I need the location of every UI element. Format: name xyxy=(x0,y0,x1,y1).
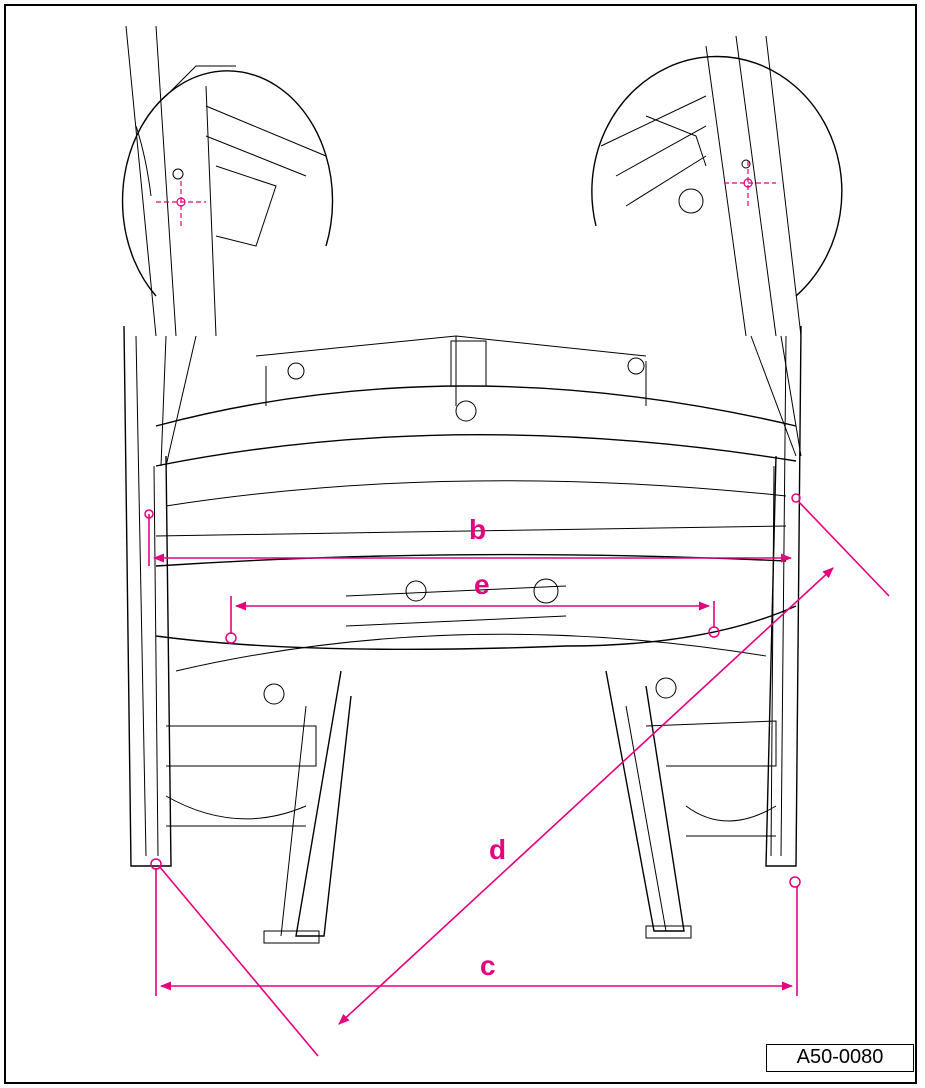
front-end-structure xyxy=(123,325,802,944)
dimension-d-line xyxy=(338,567,834,1025)
dimension-lines xyxy=(148,501,890,1057)
dimension-label-d: d xyxy=(489,834,507,865)
body-structure-drawing xyxy=(121,25,890,1057)
figure-id-box: A50-0080 xyxy=(766,1044,914,1072)
point-right-upper xyxy=(791,493,801,503)
detail-circle-right xyxy=(591,35,843,337)
measurement-points xyxy=(144,493,801,888)
detail-circle-left xyxy=(121,25,334,337)
dimension-label-c: c xyxy=(480,950,496,981)
point-left-mid xyxy=(225,632,237,644)
dimension-label-b: b xyxy=(469,514,487,545)
diagram-frame: b e d c A50-0080 xyxy=(4,4,917,1084)
point-right-lower xyxy=(789,876,801,888)
dimension-label-e: e xyxy=(474,569,490,600)
figure-id-text: A50-0080 xyxy=(796,1046,884,1068)
